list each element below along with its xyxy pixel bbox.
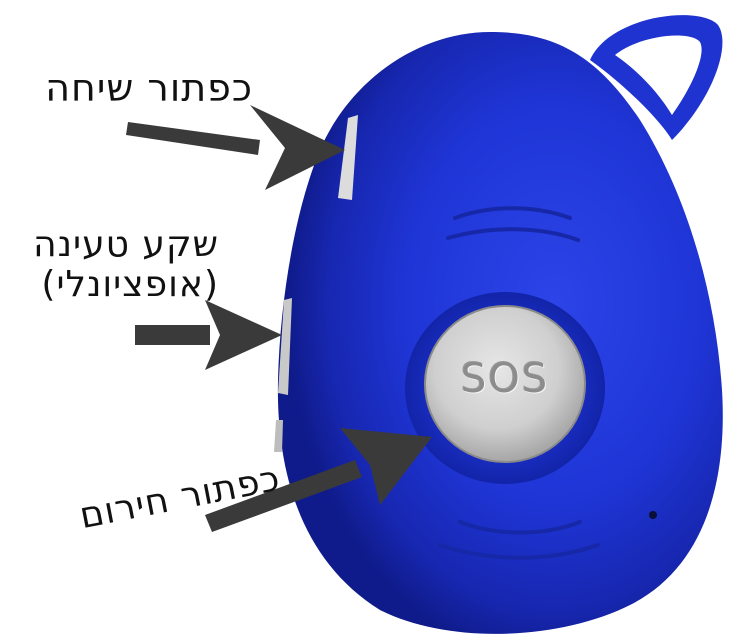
charging-socket-label-line1: שקע טעינה: [4, 225, 219, 265]
arrow-icon: [135, 300, 282, 370]
microphone-hole: [649, 511, 657, 519]
charging-socket-label: שקע טעינה (אופציונלי): [4, 225, 219, 304]
sos-button-label: SOS: [430, 356, 580, 402]
talk-button-label: כפתור שיחה: [8, 68, 253, 110]
charging-socket-label-line2: (אופציונלי): [4, 265, 219, 305]
